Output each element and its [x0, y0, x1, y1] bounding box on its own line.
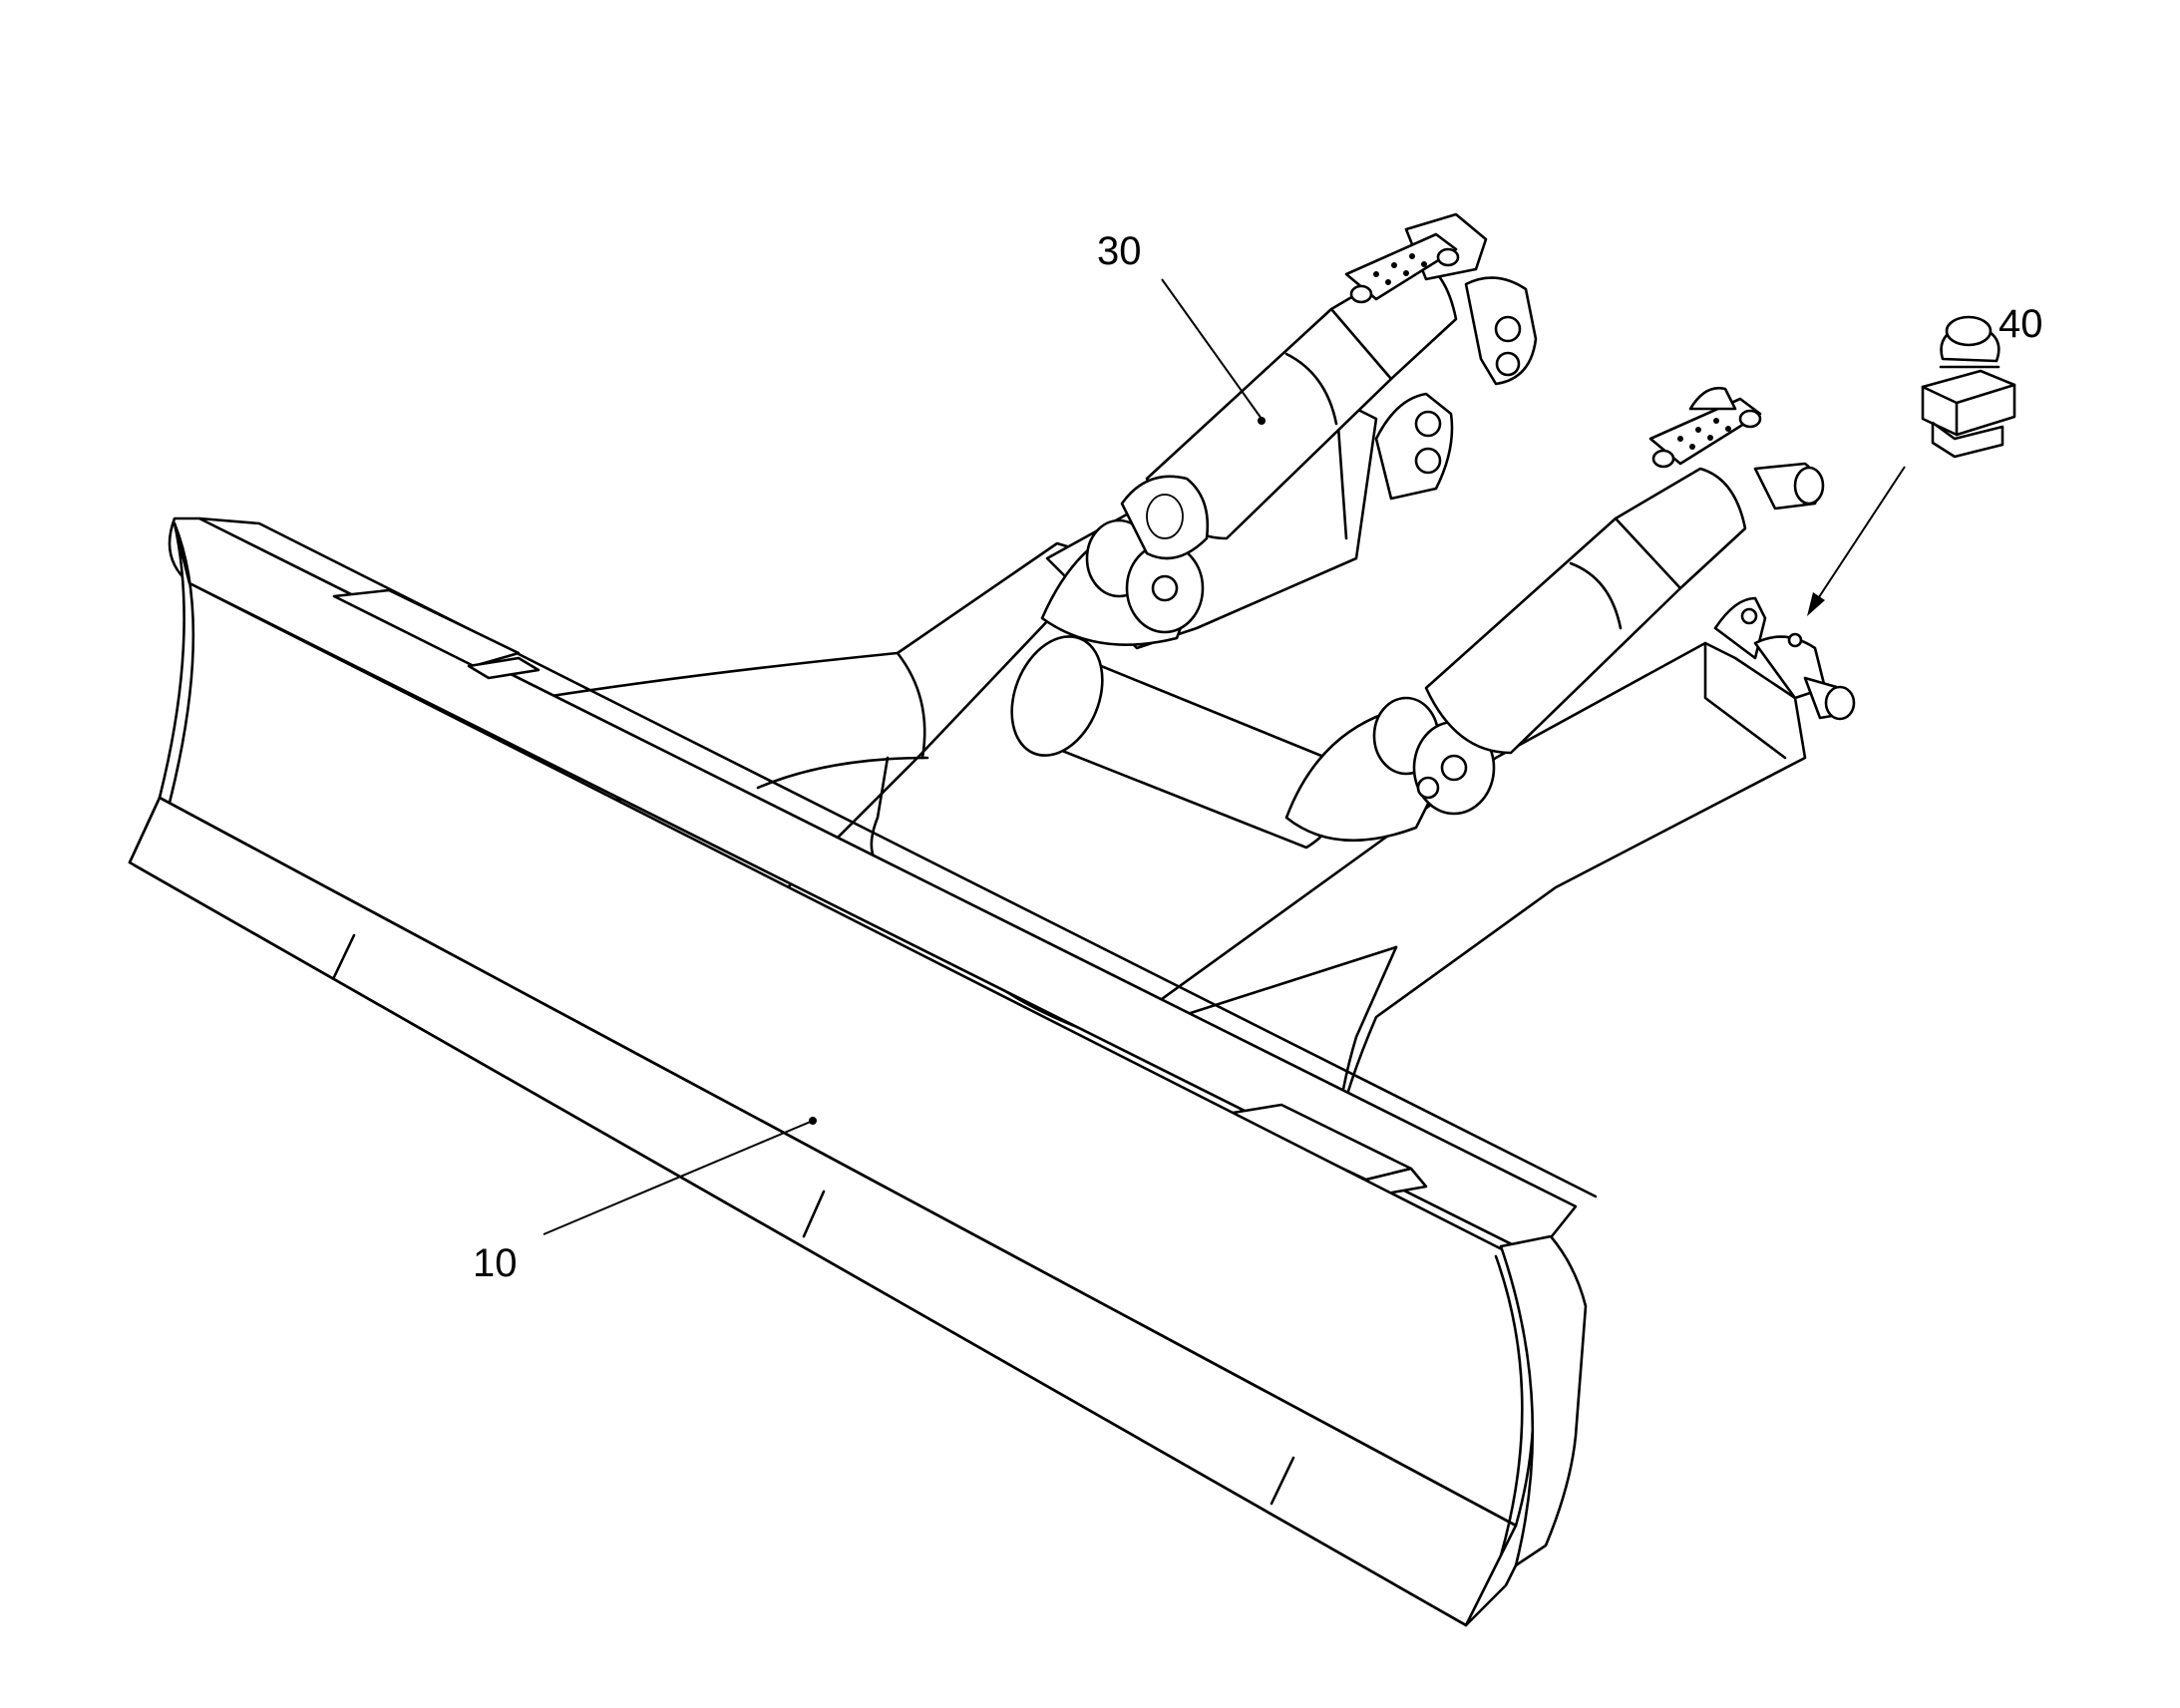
reference-30: 30 — [1097, 229, 1266, 425]
leader-10 — [543, 1120, 814, 1235]
label-40: 40 — [1998, 302, 2043, 346]
valve-bolts-right — [1677, 418, 1731, 450]
grease-fitting — [1921, 315, 2016, 459]
label-30: 30 — [1097, 229, 1142, 273]
hydraulic-cylinder-left — [1120, 212, 1538, 560]
valve-bolts-left — [1373, 253, 1427, 285]
hydraulic-cylinder-right — [1424, 386, 1825, 755]
reference-40: 40 — [1807, 302, 2043, 616]
leader-40 — [1812, 466, 1906, 607]
dozer-blade — [128, 516, 1598, 1627]
leader-30 — [1161, 278, 1263, 420]
reference-10: 10 — [473, 1117, 817, 1285]
arrowhead-40 — [1807, 592, 1825, 616]
label-10: 10 — [473, 1241, 518, 1285]
